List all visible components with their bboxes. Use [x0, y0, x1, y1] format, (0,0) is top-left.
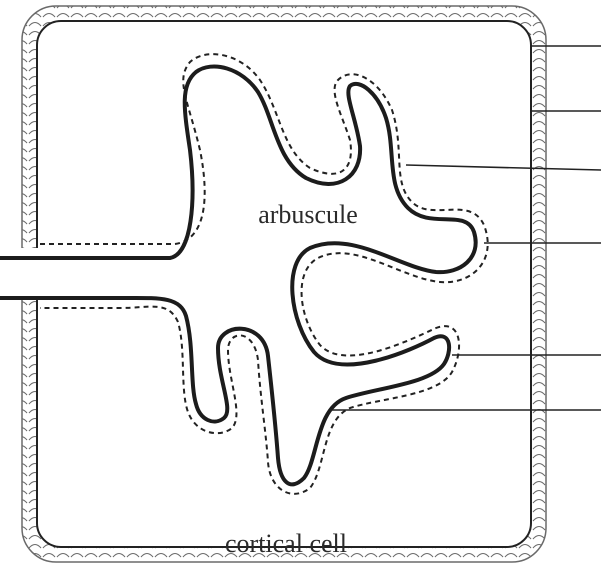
- cell-wall-inner: [37, 21, 531, 547]
- arbuscule-label: arbuscule: [258, 200, 358, 229]
- hypha-entry-gap: [14, 248, 44, 298]
- cortical-cell-label: cortical cell: [225, 529, 347, 558]
